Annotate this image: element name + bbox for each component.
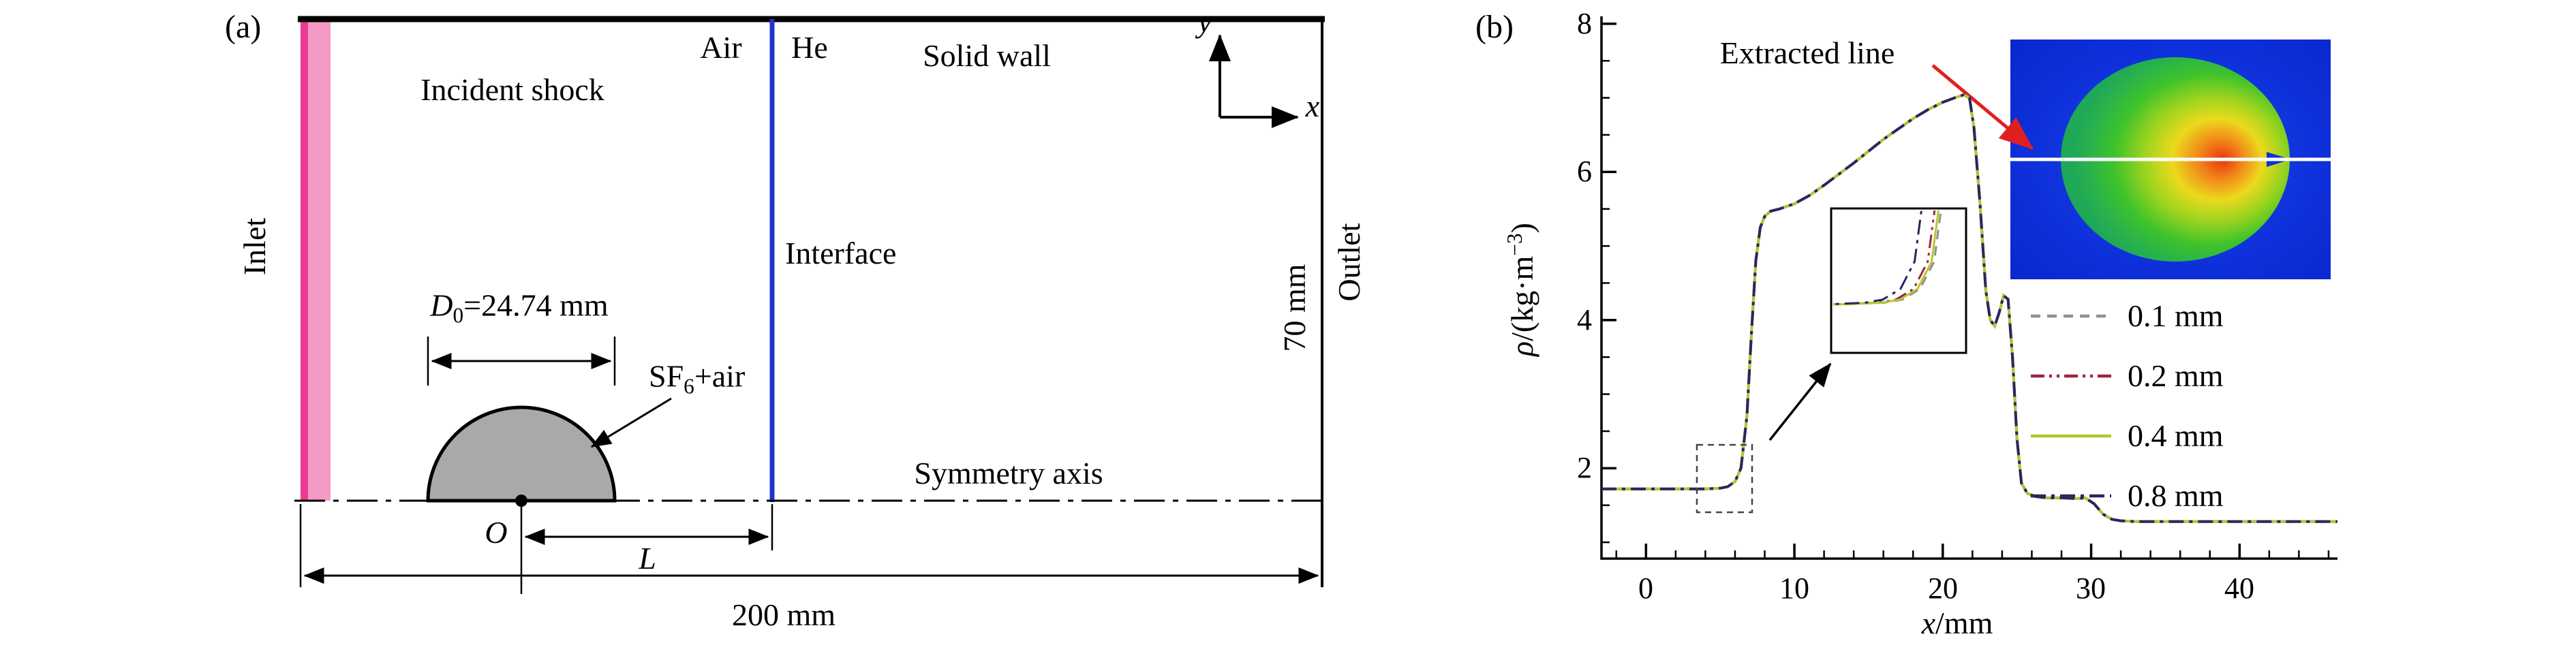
extracted-line-arrow	[1931, 64, 2034, 150]
x-tick-label: 20	[1928, 572, 1958, 605]
y-tick-label: 8	[1577, 7, 1592, 40]
ylabel-close: )	[1505, 223, 1540, 234]
zoom-roi-rect	[1696, 443, 1753, 514]
domain-schematic	[294, 16, 1329, 594]
extracted-line-label: Extracted line	[1719, 35, 1895, 70]
bubble-mixture: +air	[694, 358, 746, 394]
curves	[1601, 93, 2337, 523]
x-axis-label: x	[1305, 89, 1320, 123]
density-chart	[1600, 16, 2337, 560]
zoom-pointer-arrow	[1768, 362, 1832, 441]
xlabel-units: /mm	[1935, 606, 1993, 640]
diameter-label: D0=24.74 mm	[430, 290, 608, 326]
outlet-label: Outlet	[1332, 223, 1366, 302]
air-label: Air	[700, 30, 742, 65]
legend-label: 0.1 mm	[2128, 298, 2224, 333]
x-tick-label: 40	[2224, 572, 2254, 605]
legend-label: 0.8 mm	[2128, 478, 2224, 513]
interface-label: Interface	[785, 236, 897, 270]
legend-label: 0.2 mm	[2128, 358, 2224, 393]
series-line-0.8mm	[1601, 93, 2337, 523]
x-tick-label: 0	[1638, 572, 1653, 605]
he-label: He	[791, 30, 828, 65]
x-tick-label: 10	[1779, 572, 1809, 605]
zoom-inset-box	[1830, 207, 1967, 354]
ylabel-units: /(kg·m	[1505, 255, 1540, 341]
bubble-subscript: 6	[684, 374, 694, 399]
xlabel-variable: x	[1921, 606, 1936, 640]
y-tick-label: 2	[1577, 451, 1592, 484]
legend-label: 0.4 mm	[2128, 418, 2224, 453]
bubble-label: SF6+air	[649, 358, 746, 399]
diameter-variable: D	[430, 287, 453, 323]
ylabel-variable: ρ	[1505, 341, 1540, 356]
diameter-value: =24.74 mm	[463, 287, 609, 323]
legend-lines	[2031, 314, 2111, 498]
width-dimension-label: 200 mm	[731, 597, 836, 632]
incident-shock-label: Incident shock	[420, 72, 604, 107]
origin-dot	[515, 495, 527, 507]
chart-xlabel: x/mm	[1922, 608, 1993, 639]
incident-shock-front	[301, 19, 308, 501]
y-tick-label: 4	[1577, 303, 1592, 337]
solid-wall-label: Solid wall	[923, 38, 1051, 73]
x-tick-label: 30	[2076, 572, 2106, 605]
axis-ticks	[1601, 22, 2330, 559]
panel-a-label: (a)	[225, 9, 262, 45]
bubble-leader-arrow	[590, 397, 672, 448]
inlet-label: Inlet	[237, 217, 272, 276]
panel-b-label: (b)	[1475, 9, 1514, 45]
diameter-subscript: 0	[453, 303, 464, 328]
y-axis-label: y	[1197, 4, 1212, 39]
origin-label: O	[485, 515, 508, 550]
ylabel-exponent: −3	[1502, 233, 1527, 256]
height-dimension-label: 70 mm	[1277, 264, 1312, 352]
chart-ylabel: ρ/(kg·m−3)	[1502, 223, 1540, 356]
y-tick-label: 6	[1577, 155, 1592, 188]
density-contour-inset	[2010, 40, 2331, 279]
bubble-species: SF	[649, 358, 684, 394]
bubble-shape	[426, 405, 617, 503]
symmetry-axis-label: Symmetry axis	[914, 456, 1103, 490]
distance-label: L	[639, 541, 656, 576]
